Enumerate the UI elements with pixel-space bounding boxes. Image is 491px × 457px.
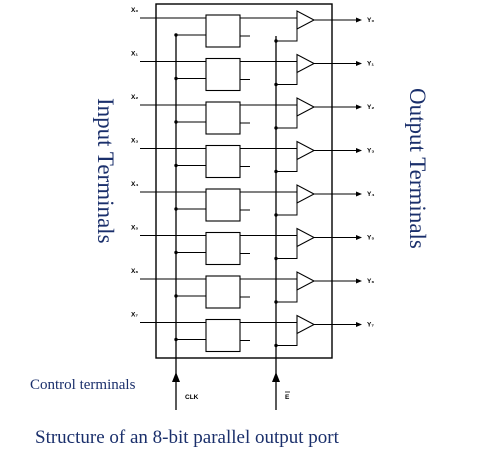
- input-label-5: X₅: [131, 225, 138, 232]
- clock-junction-6: [174, 294, 178, 298]
- tri-state-buffer-2: [296, 97, 316, 117]
- output-label-0: Y₀: [367, 17, 374, 24]
- output-terminals-label: Output Terminals: [405, 88, 430, 249]
- tri-state-buffer-0: [296, 10, 316, 30]
- enable-line-7: [276, 330, 298, 346]
- tri-state-buffer-6: [296, 271, 316, 291]
- flip-flop-7: [205, 318, 241, 353]
- enable-junction-0: [274, 39, 278, 43]
- enable-line-6: [276, 287, 298, 303]
- enable-line-5: [276, 243, 298, 259]
- output-arrow-4: [356, 191, 362, 197]
- clock-junction-7: [174, 337, 178, 342]
- flip-flop-3: [205, 144, 241, 179]
- register-stages: X₀ Y₀ X₁ Y₁ X₂ Y₂ X₃ Y₃ X₄ Y₄ X₅ Y₅ X₆ Y₆ X₇ Y₇: [131, 7, 374, 353]
- enable-junction-1: [274, 82, 278, 87]
- enable-line-3: [276, 156, 298, 172]
- enable-junction-4: [274, 213, 278, 217]
- flip-flop-1: [205, 57, 241, 92]
- tri-state-buffer-5: [296, 227, 316, 248]
- clock-junction-3: [174, 163, 178, 168]
- clock-junction-5: [174, 250, 178, 255]
- enable-line-1: [276, 69, 298, 85]
- output-label-6: Y₆: [367, 278, 374, 285]
- flip-flop-6: [205, 275, 241, 309]
- output-arrow-5: [356, 235, 362, 240]
- clock-junction-1: [174, 76, 178, 81]
- enable-label: E: [285, 394, 290, 401]
- clk-label: CLK: [185, 394, 199, 401]
- output-label-5: Y₅: [367, 235, 374, 242]
- figure-caption: Structure of an 8-bit parallel output po…: [35, 427, 339, 448]
- port-enclosure: [155, 3, 333, 359]
- enable-line-2: [276, 113, 298, 129]
- enable-junction-7: [274, 343, 278, 348]
- output-arrow-7: [356, 322, 362, 327]
- flip-flop-2: [205, 101, 241, 135]
- tri-state-buffer-4: [296, 184, 316, 204]
- output-arrow-1: [356, 61, 362, 66]
- output-arrow-0: [356, 17, 362, 23]
- input-terminals-label: Input Terminals: [93, 98, 118, 244]
- output-arrow-6: [356, 278, 362, 284]
- tri-state-buffer-1: [296, 53, 316, 74]
- enable-junction-5: [274, 256, 278, 261]
- flip-flop-0: [205, 14, 241, 48]
- output-label-4: Y₄: [367, 191, 374, 198]
- enable-junction-6: [274, 300, 278, 304]
- control-terminals-label: Control terminals: [30, 377, 136, 393]
- enable-junction-2: [274, 126, 278, 130]
- enable-line-0: [276, 26, 298, 42]
- enable-arrow: [272, 372, 280, 382]
- flip-flop-4: [205, 188, 241, 222]
- enable-junction-3: [274, 169, 278, 174]
- output-label-1: Y₁: [367, 61, 374, 68]
- tri-state-buffer-3: [296, 140, 316, 161]
- output-arrow-2: [356, 104, 362, 110]
- flip-flop-5: [205, 231, 241, 266]
- clk-arrow: [172, 372, 180, 382]
- clock-junction-2: [174, 120, 178, 124]
- input-label-7: X₇: [131, 312, 138, 319]
- input-label-4: X₄: [131, 181, 138, 188]
- output-label-2: Y₂: [367, 104, 374, 111]
- input-label-6: X₆: [131, 268, 138, 275]
- clock-junction-0: [174, 33, 178, 37]
- output-label-3: Y₃: [367, 148, 374, 155]
- input-label-0: X₀: [131, 7, 138, 14]
- clock-junction-4: [174, 207, 178, 211]
- input-label-1: X₁: [131, 51, 138, 58]
- enable-line-4: [276, 200, 298, 216]
- input-label-3: X₃: [131, 138, 138, 145]
- input-label-2: X₂: [131, 94, 138, 101]
- output-arrow-3: [356, 148, 362, 153]
- output-label-7: Y₇: [367, 322, 374, 329]
- tri-state-buffer-7: [296, 314, 316, 335]
